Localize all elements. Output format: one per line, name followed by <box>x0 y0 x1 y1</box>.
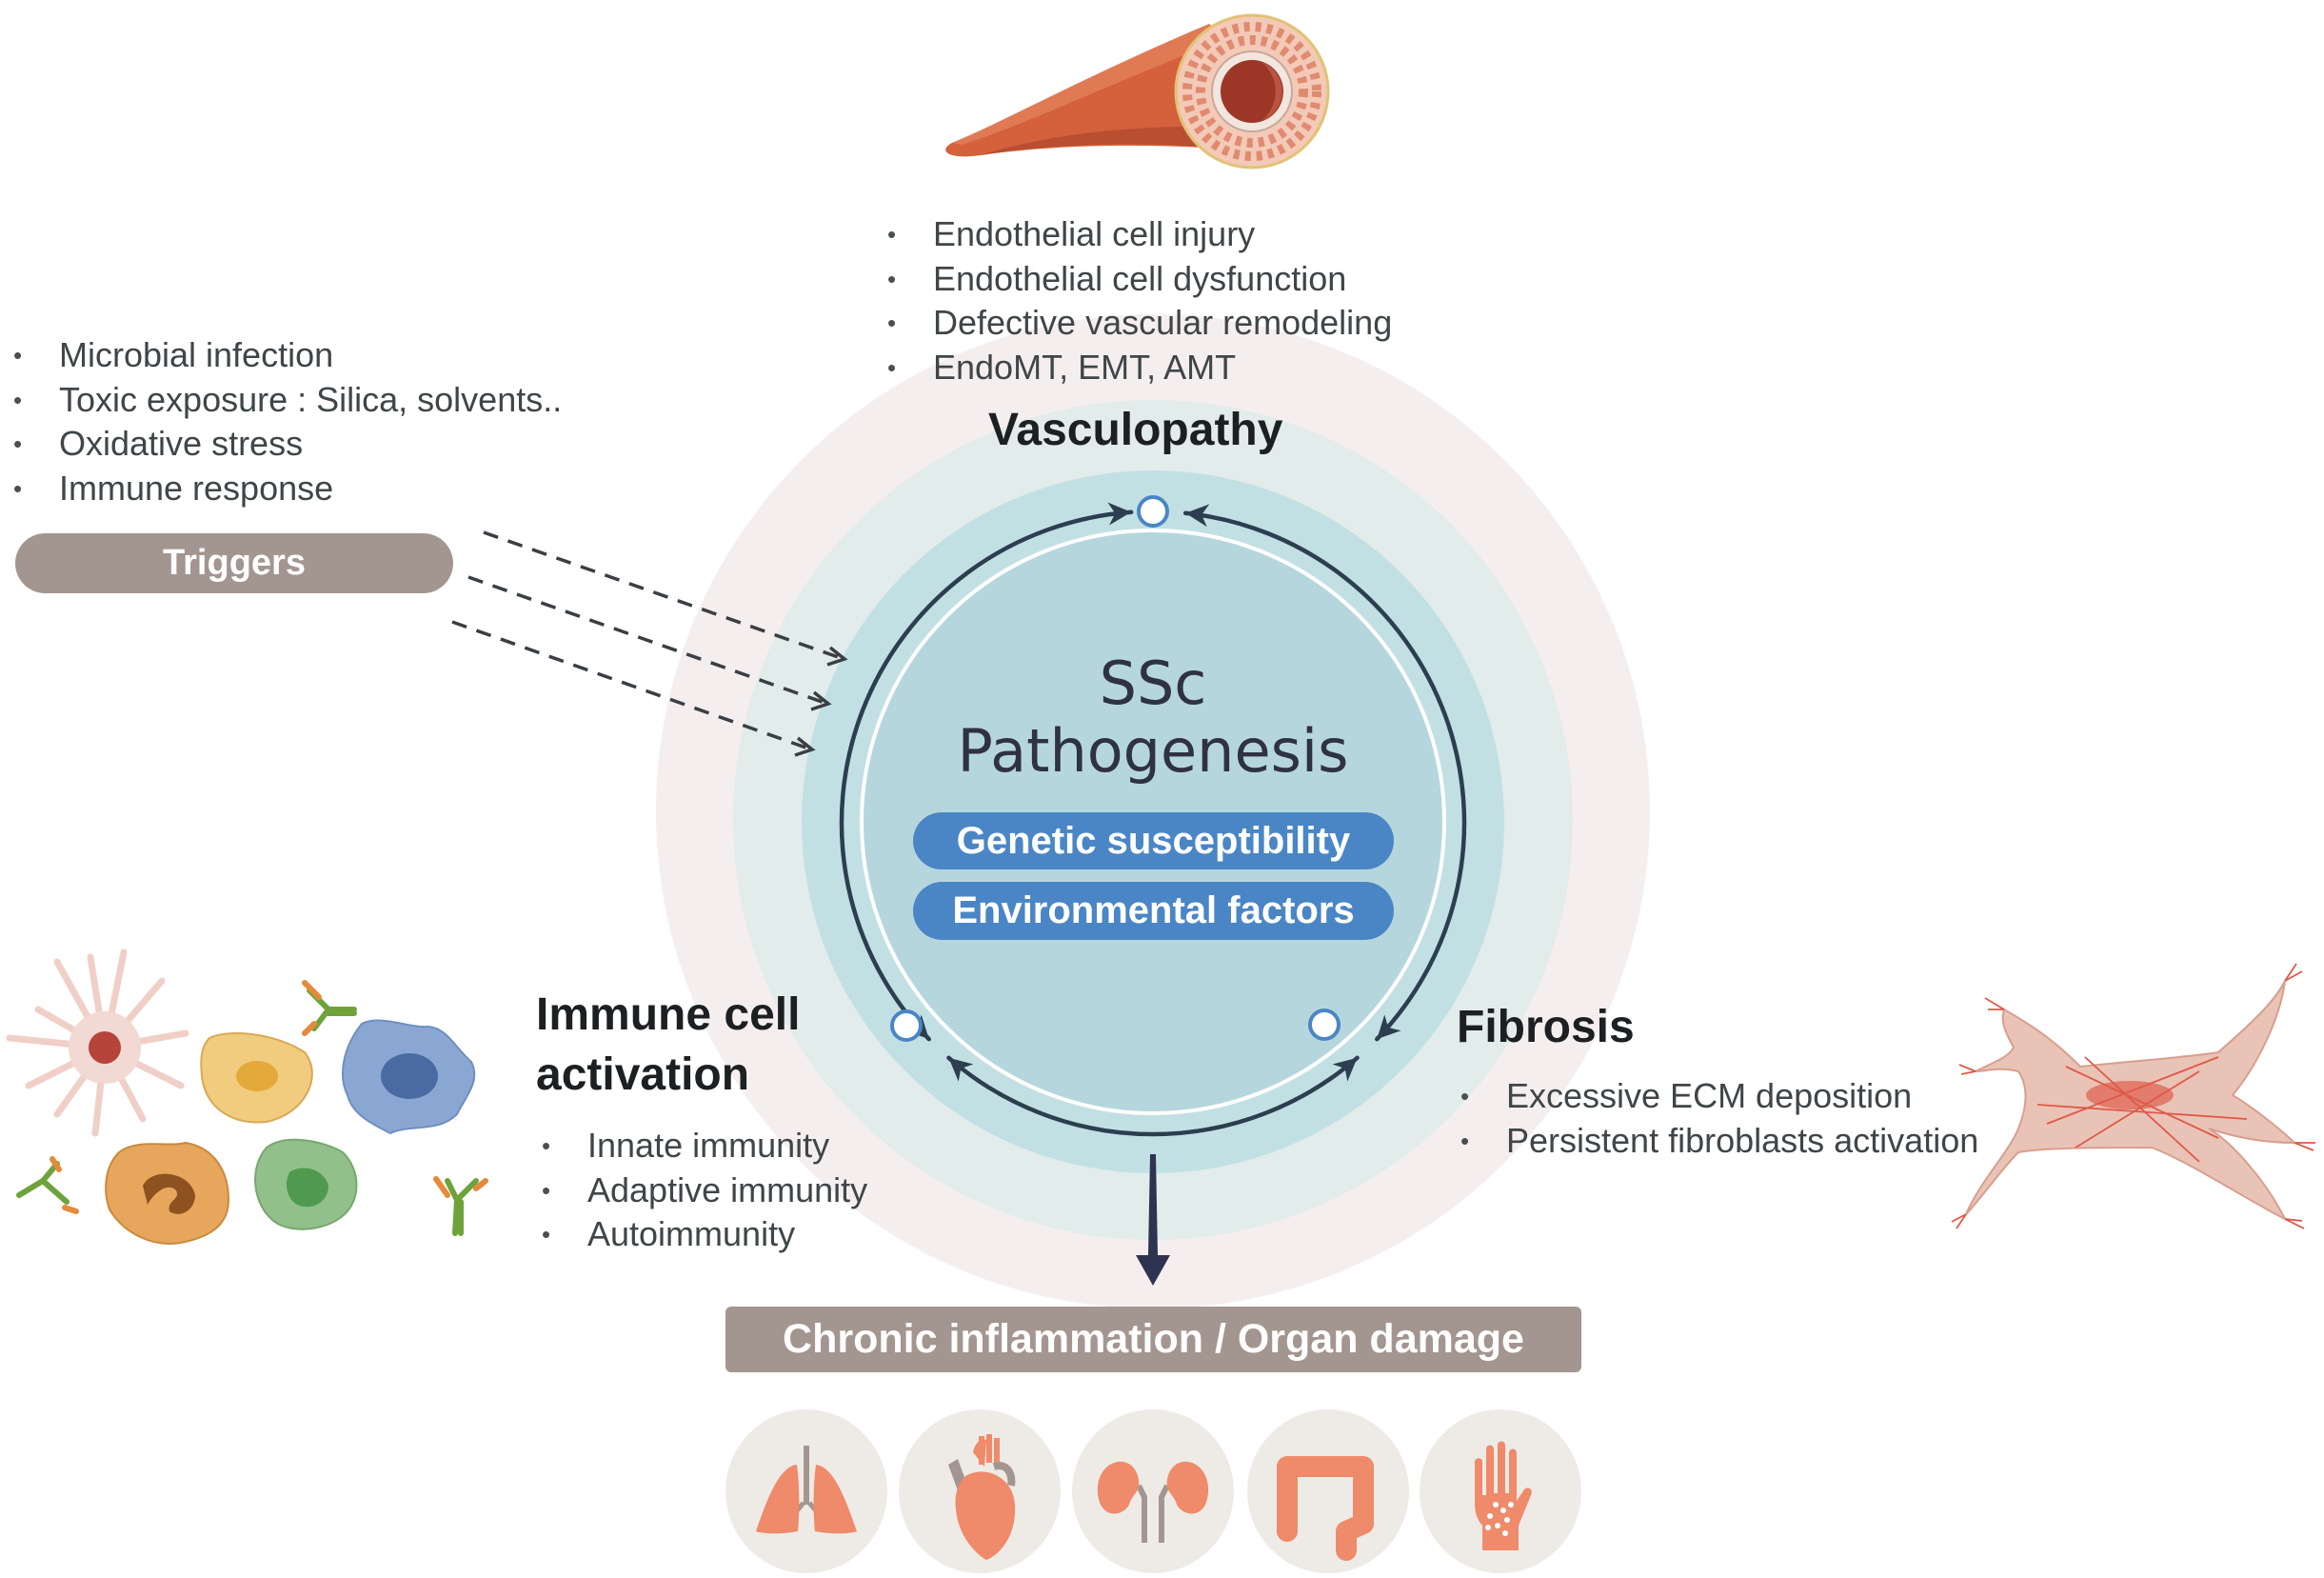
environmental-factors-pill: Environmental factors <box>913 882 1394 940</box>
fibrosis-list: Excessive ECM deposition Persistent fibr… <box>1460 1074 1978 1163</box>
vasculopathy-heading: Vasculopathy <box>988 405 1283 455</box>
vasculopathy-item: EndoMT, EMT, AMT <box>887 346 1392 390</box>
immune-item: Innate immunity <box>542 1124 867 1169</box>
organ-kidneys <box>1072 1409 1234 1573</box>
center-title-line1: SSc <box>1099 649 1207 718</box>
immune-cells-icon <box>6 949 488 1245</box>
blood-vessel-icon <box>945 13 1330 170</box>
antibody-icon <box>302 980 357 1036</box>
antibody-icon <box>16 1156 79 1214</box>
trigger-item: Microbial infection <box>13 333 562 378</box>
node-vasculopathy <box>1137 495 1169 528</box>
vasculopathy-item: Defective vascular remodeling <box>887 301 1392 346</box>
trigger-arrowhead-2 <box>810 690 832 711</box>
cycle-arc-right <box>1182 510 1467 1042</box>
genetic-susceptibility-pill: Genetic susceptibility <box>913 812 1394 869</box>
node-immune <box>890 1009 923 1042</box>
triggers-list: Microbial infection Toxic exposure : Sil… <box>13 333 562 510</box>
immune-heading-line2: activation <box>536 1049 750 1100</box>
trigger-item: Immune response <box>13 467 562 511</box>
cycle-arc-left <box>839 509 1134 1042</box>
trigger-arrow-2 <box>467 575 828 706</box>
immune-list: Innate immunity Adaptive immunity Autoim… <box>542 1124 867 1257</box>
immune-heading-line1: Immune cell <box>536 989 801 1040</box>
cycle-arrowhead-to-vasculopathy-right <box>1185 504 1210 528</box>
cycle-arrowhead-to-fibrosis <box>1377 1014 1401 1040</box>
trigger-arrowhead-3 <box>794 736 816 757</box>
organ-hand-skin <box>1420 1409 1581 1573</box>
fibrosis-heading: Fibrosis <box>1457 1002 1635 1052</box>
center-title-line2: Pathogenesis <box>957 716 1349 786</box>
triggers-label: Triggers <box>15 533 453 593</box>
intestine-icon <box>1277 1456 1374 1561</box>
organ-heart <box>899 1409 1061 1573</box>
outcome-arrow-icon <box>1136 1154 1170 1286</box>
organ-intestine <box>1247 1409 1409 1573</box>
trigger-item: Toxic exposure : Silica, solvents.. <box>13 378 562 423</box>
cycle-arrowhead-to-immune <box>904 1014 929 1040</box>
cycle-arrowhead-bottom-to-immune <box>948 1057 974 1082</box>
lungs-icon <box>756 1446 857 1534</box>
node-fibrosis <box>1308 1009 1341 1041</box>
fibrosis-item: Persistent fibroblasts activation <box>1460 1119 1978 1164</box>
trigger-arrow-3 <box>451 620 812 751</box>
vasculopathy-list: Endothelial cell injury Endothelial cell… <box>887 212 1392 390</box>
heart-icon <box>948 1434 1016 1560</box>
cycle-arrowhead-to-vasculopathy-left <box>1107 502 1132 526</box>
antibody-icon <box>433 1176 488 1236</box>
organ-lungs <box>725 1409 887 1573</box>
trigger-item: Oxidative stress <box>13 422 562 467</box>
hand-icon <box>1475 1441 1532 1550</box>
trigger-arrowhead-1 <box>826 646 848 667</box>
cycle-arrowhead-bottom-to-fibrosis <box>1332 1057 1358 1082</box>
kidneys-icon <box>1097 1461 1209 1543</box>
vasculopathy-item: Endothelial cell dysfunction <box>887 257 1392 302</box>
dendritic-cell-icon <box>6 949 189 1137</box>
trigger-arrow-1 <box>483 530 844 661</box>
immune-item: Autoimmunity <box>542 1212 867 1257</box>
trigger-arrows <box>451 530 848 757</box>
fibrosis-item: Excessive ECM deposition <box>1460 1074 1978 1119</box>
immune-item: Adaptive immunity <box>542 1169 867 1213</box>
cycle-arc-bottom <box>946 1055 1360 1137</box>
fibroblast-icon <box>1951 963 2315 1229</box>
outcome-label: Chronic inflammation / Organ damage <box>725 1307 1581 1372</box>
vasculopathy-item: Endothelial cell injury <box>887 212 1392 257</box>
